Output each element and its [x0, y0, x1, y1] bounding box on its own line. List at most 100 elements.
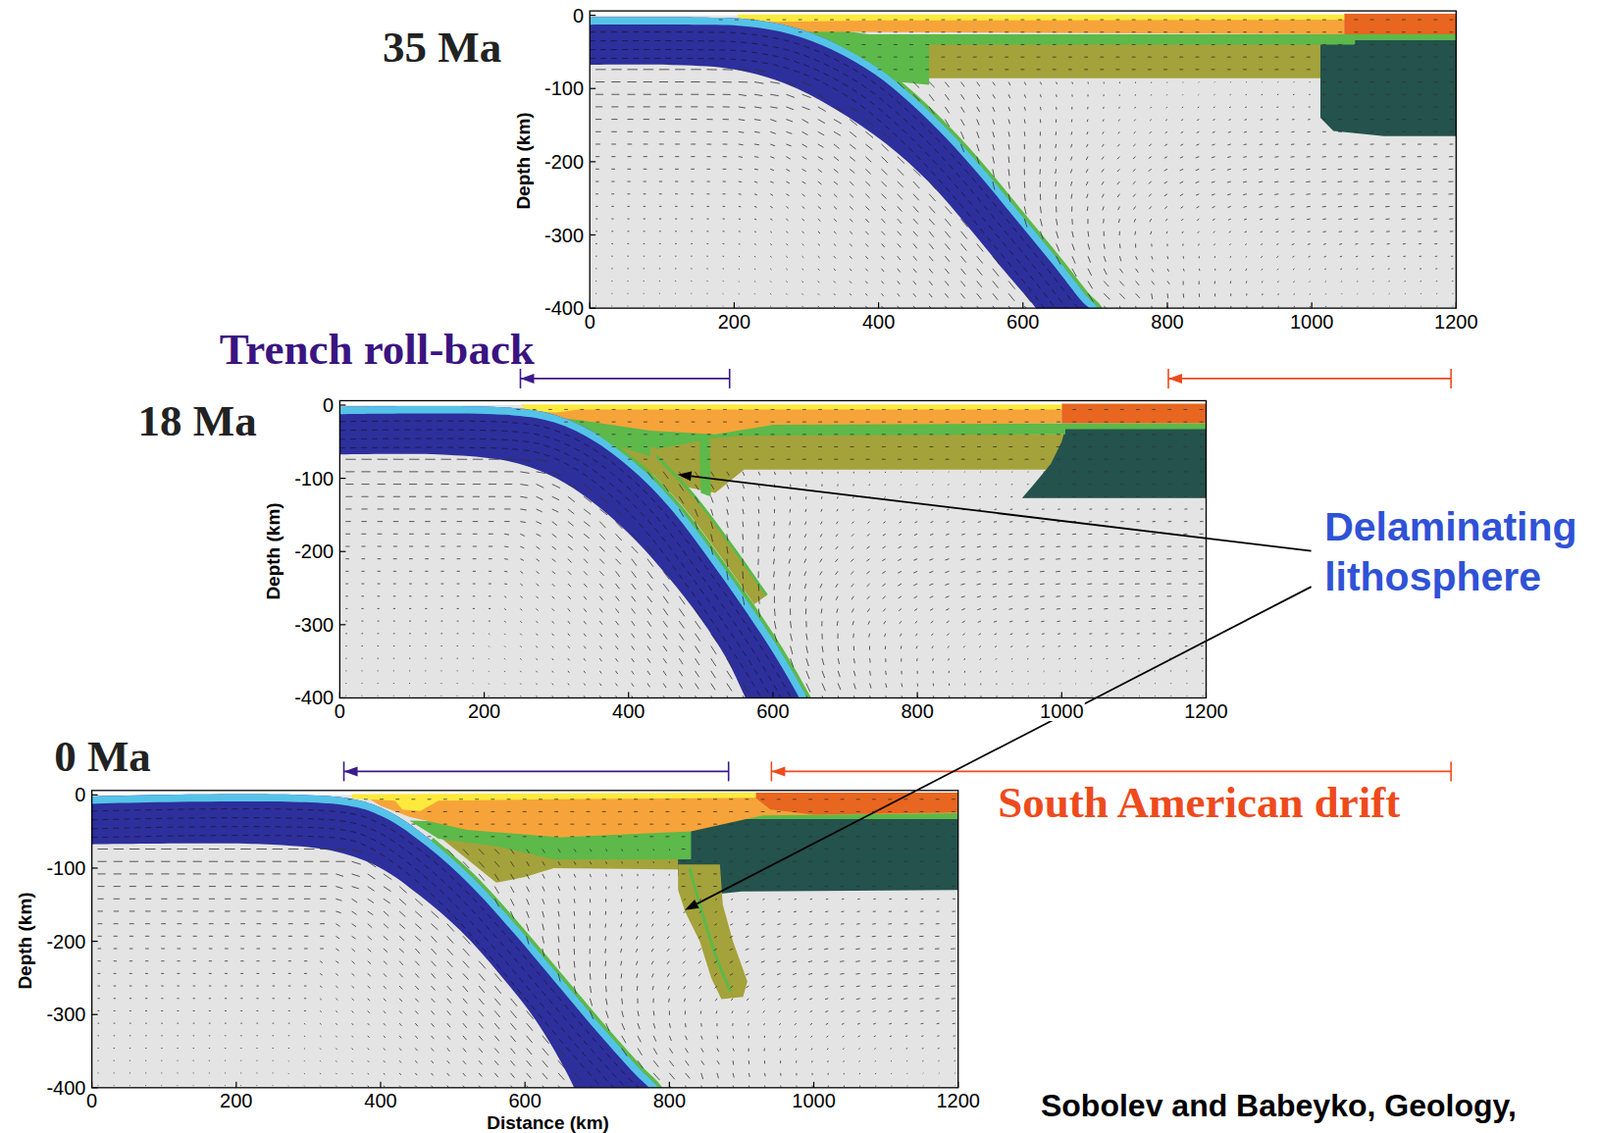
bracket-line — [1168, 377, 1451, 380]
slab-flow-line — [339, 447, 786, 698]
tick-label: -200 — [543, 152, 585, 172]
bracket-end — [1449, 368, 1452, 389]
subducting-slab — [589, 17, 1110, 310]
slab-flow-line — [339, 429, 802, 698]
slab-flow-line — [589, 32, 1096, 310]
tick-label: 1000 — [1038, 701, 1085, 722]
axis-tick — [772, 691, 774, 698]
tick-label: 0 — [321, 395, 335, 415]
velocity-field — [345, 409, 1203, 698]
annotation: Trench roll-back — [219, 326, 535, 371]
axis-tick — [1455, 302, 1457, 309]
axis-tick — [957, 1082, 959, 1088]
tick-label: 0 — [73, 784, 87, 805]
axis-tick — [589, 160, 596, 162]
bracket-end — [728, 368, 731, 389]
axis-title: Distance (km) — [486, 1113, 610, 1133]
time-label: 35 Ma — [382, 24, 502, 69]
velocity-field — [595, 19, 1453, 309]
axis-tick — [339, 477, 346, 479]
tick-label: 200 — [717, 311, 752, 332]
lithosphere-layer — [352, 792, 757, 812]
tick-label: 400 — [861, 311, 896, 332]
bracket-arrowhead — [771, 766, 785, 776]
leader-line — [696, 586, 1311, 904]
tick-label: 1200 — [1183, 701, 1230, 722]
tick-label: -200 — [293, 541, 335, 562]
bracket-arrowhead — [519, 373, 534, 384]
axis-tick — [339, 551, 346, 553]
axis-tick — [589, 308, 596, 310]
velocity-field — [98, 799, 956, 1088]
axis-title: Depth (km) — [262, 502, 282, 600]
model-panel — [567, 13, 1456, 353]
delamination-stripe — [689, 868, 731, 991]
tick-label: 200 — [466, 701, 502, 722]
axis-tick — [524, 1082, 526, 1088]
plot-frame — [589, 10, 1456, 309]
tick-label: 400 — [611, 701, 646, 722]
tick-label: 400 — [362, 1090, 398, 1111]
subducting-slab — [339, 406, 823, 698]
oceanic-crust — [589, 17, 1110, 310]
tick-label: 800 — [652, 1090, 687, 1111]
lithosphere-layer — [1061, 403, 1206, 423]
axis-tick — [339, 691, 341, 698]
leader-line — [691, 475, 1312, 551]
axis-tick — [813, 1082, 815, 1088]
axis-tick — [1311, 302, 1313, 309]
axis-tick — [733, 302, 735, 309]
axis-tick — [1022, 302, 1024, 309]
panel-content — [589, 13, 1456, 309]
slab-surface-layer — [431, 838, 674, 1087]
tick-label: -400 — [293, 687, 335, 708]
tick-label: -400 — [543, 298, 585, 318]
axis-tick — [917, 691, 919, 698]
axis-tick — [1061, 691, 1063, 698]
lithosphere-layer — [519, 408, 1062, 435]
lithosphere-layer — [737, 14, 1344, 22]
lithosphere-layer — [737, 18, 1344, 35]
axis-tick — [91, 1082, 93, 1088]
tick-label: 1200 — [934, 1090, 981, 1111]
plot-frame — [92, 790, 959, 1088]
axis-tick — [627, 691, 629, 698]
tick-label: 1200 — [1433, 311, 1480, 332]
leader-arrow — [677, 470, 1312, 551]
lithosphere-layer — [1022, 428, 1207, 499]
axis-tick — [92, 1014, 99, 1016]
leader-arrowhead — [677, 470, 692, 481]
axis-tick — [92, 1086, 99, 1088]
tick-label: 800 — [1149, 311, 1185, 332]
span-bracket — [1168, 368, 1451, 389]
axis-tick — [589, 88, 596, 90]
lithosphere-layer — [1343, 13, 1456, 35]
tick-label: 1000 — [790, 1090, 837, 1111]
axis-tick — [483, 691, 485, 698]
axis-tick — [92, 867, 99, 869]
axis-tick — [339, 697, 346, 699]
bracket-line — [344, 771, 729, 774]
bracket-line — [519, 377, 729, 380]
tick-label: 600 — [1005, 311, 1040, 332]
span-bracket — [344, 761, 729, 781]
bracket-end — [727, 761, 730, 781]
bracket-line — [771, 771, 1451, 774]
slab-surface-layer — [600, 434, 824, 698]
lithosphere-layer — [519, 404, 1062, 413]
tick-label: 0 — [333, 701, 347, 722]
tick-label: -400 — [45, 1078, 87, 1098]
tick-label: 800 — [899, 701, 934, 722]
time-label: 18 Ma — [137, 398, 257, 443]
tick-label: 0 — [85, 1090, 99, 1111]
tick-label: -100 — [45, 858, 87, 878]
axis-tick — [877, 302, 879, 309]
axis-tick — [235, 1082, 237, 1088]
tick-label: 0 — [583, 311, 597, 332]
panel-content — [339, 403, 1206, 698]
slab-flow-line — [92, 835, 638, 1088]
slab-flow-line — [589, 41, 1088, 310]
lithosphere-layer — [699, 434, 712, 497]
span-bracket — [771, 761, 1451, 781]
